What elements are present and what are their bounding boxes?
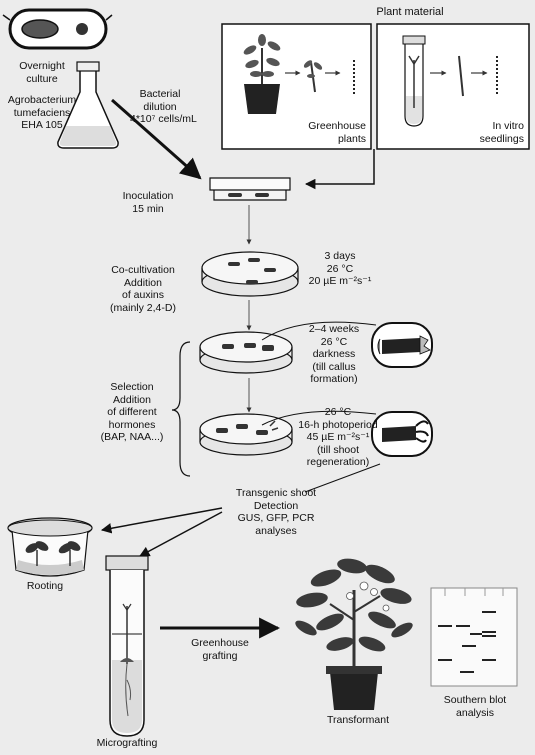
micrografting-tube [105,555,149,737]
bacterium-icon [2,8,113,50]
in-vitro-seedling-box [376,23,530,150]
shoot-dish [199,413,293,456]
cocultivation-dish [201,251,299,297]
shoot-zoom-icon [371,411,433,457]
shoot-conditions: 26 °C 16-h photoperiod 45 µE m⁻²s⁻¹ (til… [298,406,378,468]
cocultivation-label: Co-cultivation Addition of auxins (mainl… [110,264,176,314]
inoculation-label: Inoculation 15 min [122,190,174,215]
micrografting-label: Micrografting [96,737,158,749]
transformant-label: Transformant [326,714,390,726]
inoculation-plate [209,177,291,201]
overnight-culture-label: Overnight culture [19,60,65,85]
greenhouse-plant-box [221,23,372,150]
rooting-label: Rooting [26,580,64,592]
agrobacterium-label: Agrobacterium tumefaciens EHA 105 [7,94,77,131]
southern-blot-icon [430,587,518,687]
selection-label: Selection Addition of different hormones… [100,381,164,443]
greenhouse-plants-label: Greenhouse plants [308,120,366,145]
callus-zoom-icon [371,322,433,368]
cocultivation-conditions: 3 days 26 °C 20 µE m⁻²s⁻¹ [308,250,372,287]
bacterial-dilution-label: Bacterial dilution [139,88,181,113]
transformant-plant-icon [295,558,413,710]
callus-dish [199,331,293,374]
plant-material-title: Plant material [376,6,444,18]
dilution-value-label: 4*10⁷ cells/mL [130,113,197,125]
transgenic-shoot-label: Transgenic shoot Detection GUS, GFP, PCR… [235,487,317,537]
flask-icon [57,61,119,149]
southern-blot-label: Southern blot analysis [443,694,507,719]
rooting-container [7,517,93,577]
in-vitro-seedlings-label: In vitro seedlings [479,120,524,145]
callus-conditions: 2–4 weeks 26 °C darkness (till callus fo… [308,323,360,385]
greenhouse-grafting-label: Greenhouse grafting [191,637,249,662]
